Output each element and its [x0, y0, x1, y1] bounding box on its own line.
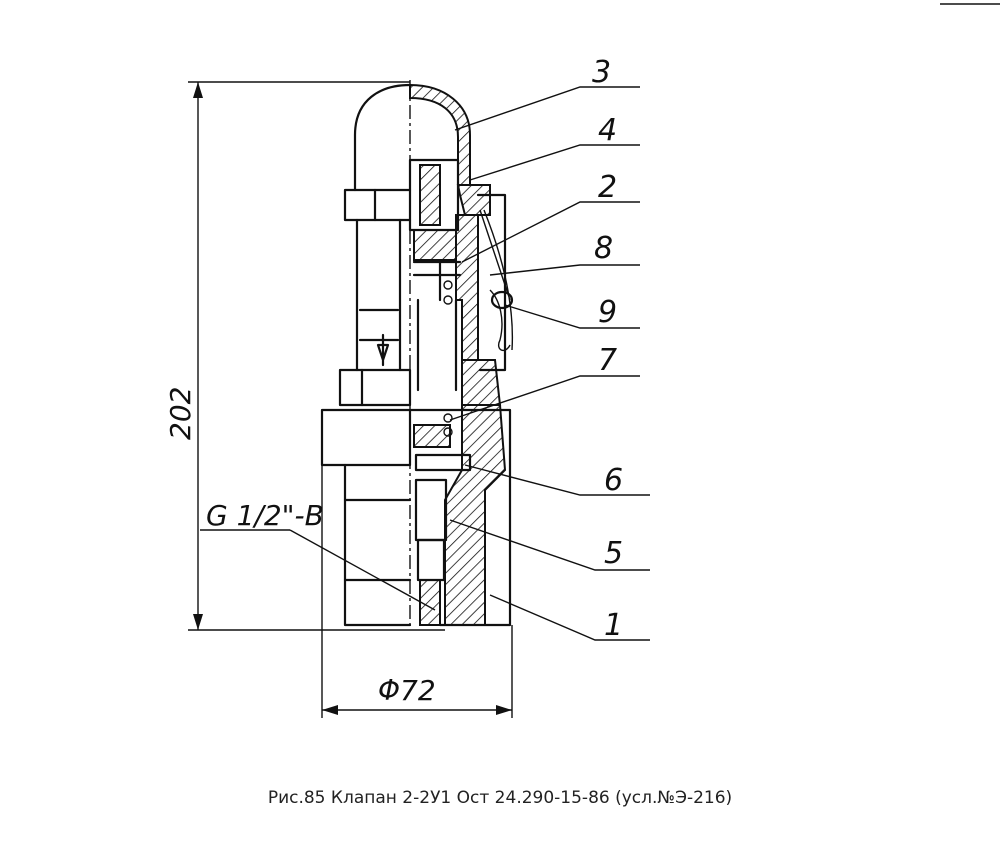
- middle-nut: [338, 359, 502, 407]
- valve-body: [320, 404, 512, 627]
- thread-callout: G 1/2"-B: [200, 499, 436, 611]
- callout-8: 8: [594, 231, 613, 266]
- cap: [353, 83, 471, 192]
- callout-1: 1: [604, 608, 623, 643]
- callout-7: 7: [598, 343, 617, 378]
- thread-label: G 1/2"-B: [206, 499, 324, 532]
- callout-4: 4: [598, 113, 617, 148]
- callout-2: 2: [598, 170, 617, 205]
- height-dimension: 202: [164, 81, 445, 631]
- spindle-housing: [355, 214, 479, 392]
- diameter-dimension: Φ72: [321, 465, 513, 718]
- callout-3: 3: [592, 55, 611, 90]
- figure-caption: Рис.85 Клапан 2-2У1 Ост 24.290-15-86 (ус…: [267, 788, 733, 808]
- callout-6: 6: [604, 463, 623, 498]
- callout-9: 9: [598, 295, 617, 330]
- diameter-label: Φ72: [378, 674, 436, 707]
- height-label: 202: [164, 387, 197, 440]
- seal-wire: [476, 193, 514, 372]
- callout-numbers: 3 4 2 8 9 7 6 5 1: [592, 55, 623, 643]
- callout-leaders: [449, 86, 650, 641]
- callout-5: 5: [604, 536, 623, 571]
